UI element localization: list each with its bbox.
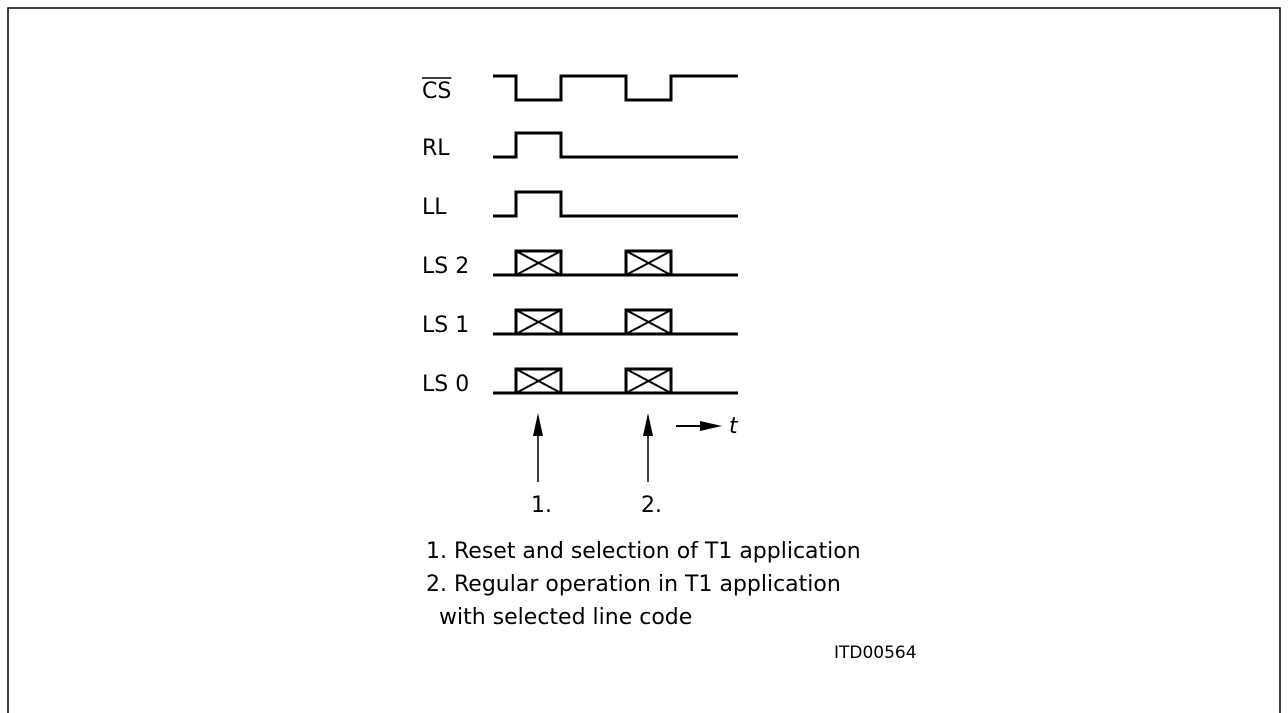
arrow-up-icon bbox=[643, 413, 653, 436]
marker-label: 1. bbox=[531, 493, 552, 518]
note-2-continued: with selected line code bbox=[439, 605, 692, 630]
marker-1: 1. bbox=[531, 413, 552, 518]
bus-dont-care-box bbox=[514, 249, 563, 277]
markers-layer: 1. 2. bbox=[531, 413, 662, 518]
notes: 1. Reset and selection of T1 application… bbox=[426, 539, 861, 630]
signal-label-ls0: LS 0 bbox=[422, 372, 469, 397]
bus-dont-care-box bbox=[624, 367, 673, 395]
signal-label-ll: LL bbox=[422, 195, 447, 220]
signal-label-rl: RL bbox=[422, 136, 450, 161]
note-2: 2. Regular operation in T1 application bbox=[426, 572, 841, 597]
waveform-ls1 bbox=[493, 308, 738, 336]
waveform-ls0 bbox=[493, 367, 738, 395]
waveform-cs bbox=[493, 74, 738, 102]
bus-dont-care-box bbox=[514, 308, 563, 336]
note-1: 1. Reset and selection of T1 application bbox=[426, 539, 861, 564]
figure-code: ITD00564 bbox=[834, 643, 917, 663]
waveform-ll bbox=[493, 190, 738, 218]
time-arrow-head bbox=[700, 421, 722, 431]
marker-label: 2. bbox=[641, 493, 662, 518]
marker-2: 2. bbox=[641, 413, 662, 518]
waveform-rl bbox=[493, 131, 738, 159]
bus-dont-care-box bbox=[514, 367, 563, 395]
signals-layer bbox=[493, 74, 738, 395]
bus-dont-care-box bbox=[624, 308, 673, 336]
arrow-up-icon bbox=[533, 413, 543, 436]
time-axis: t bbox=[676, 414, 739, 439]
signal-label-ls2: LS 2 bbox=[422, 254, 469, 279]
signal-label-ls1: LS 1 bbox=[422, 313, 469, 338]
waveform-ls2 bbox=[493, 249, 738, 277]
signal-labels-layer: CS RL LL LS 2 LS 1 LS 0 bbox=[422, 77, 469, 397]
frame-border bbox=[7, 7, 1281, 713]
signal-label-cs: CS bbox=[422, 79, 451, 104]
time-axis-label: t bbox=[729, 414, 739, 439]
bus-dont-care-box bbox=[624, 249, 673, 277]
